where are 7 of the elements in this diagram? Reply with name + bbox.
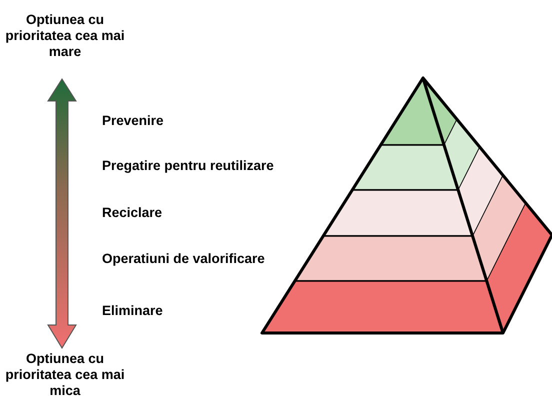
hierarchy-label: Eliminare <box>102 303 163 319</box>
priority-label: Optiunea cu prioritatea cea mai mare <box>4 12 126 60</box>
hierarchy-label: Prevenire <box>102 113 164 129</box>
hierarchy-label: Operatiuni de valorificare <box>102 251 265 267</box>
priority-label: Optiunea cu prioritatea cea mai mica <box>4 351 126 399</box>
hierarchy-label: Reciclare <box>102 205 162 221</box>
hierarchy-label: Pregatire pentru reutilizare <box>102 158 274 174</box>
